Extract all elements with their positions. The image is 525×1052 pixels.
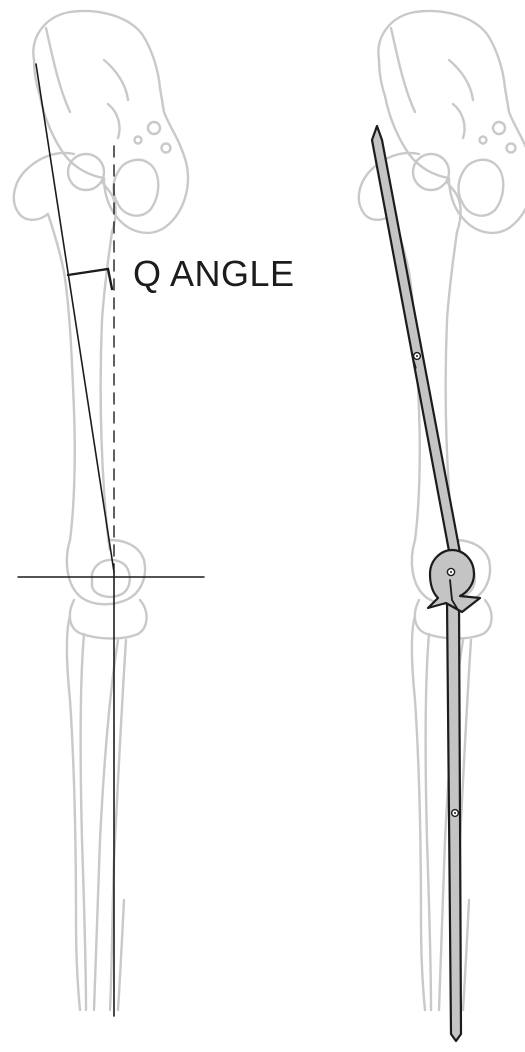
intramedullary-rod [372,126,480,1041]
tibial-rod [447,600,461,1041]
q-angle-label: Q ANGLE [133,256,295,292]
femoral-rod [372,126,462,567]
leg-skeleton-left [14,11,188,1010]
